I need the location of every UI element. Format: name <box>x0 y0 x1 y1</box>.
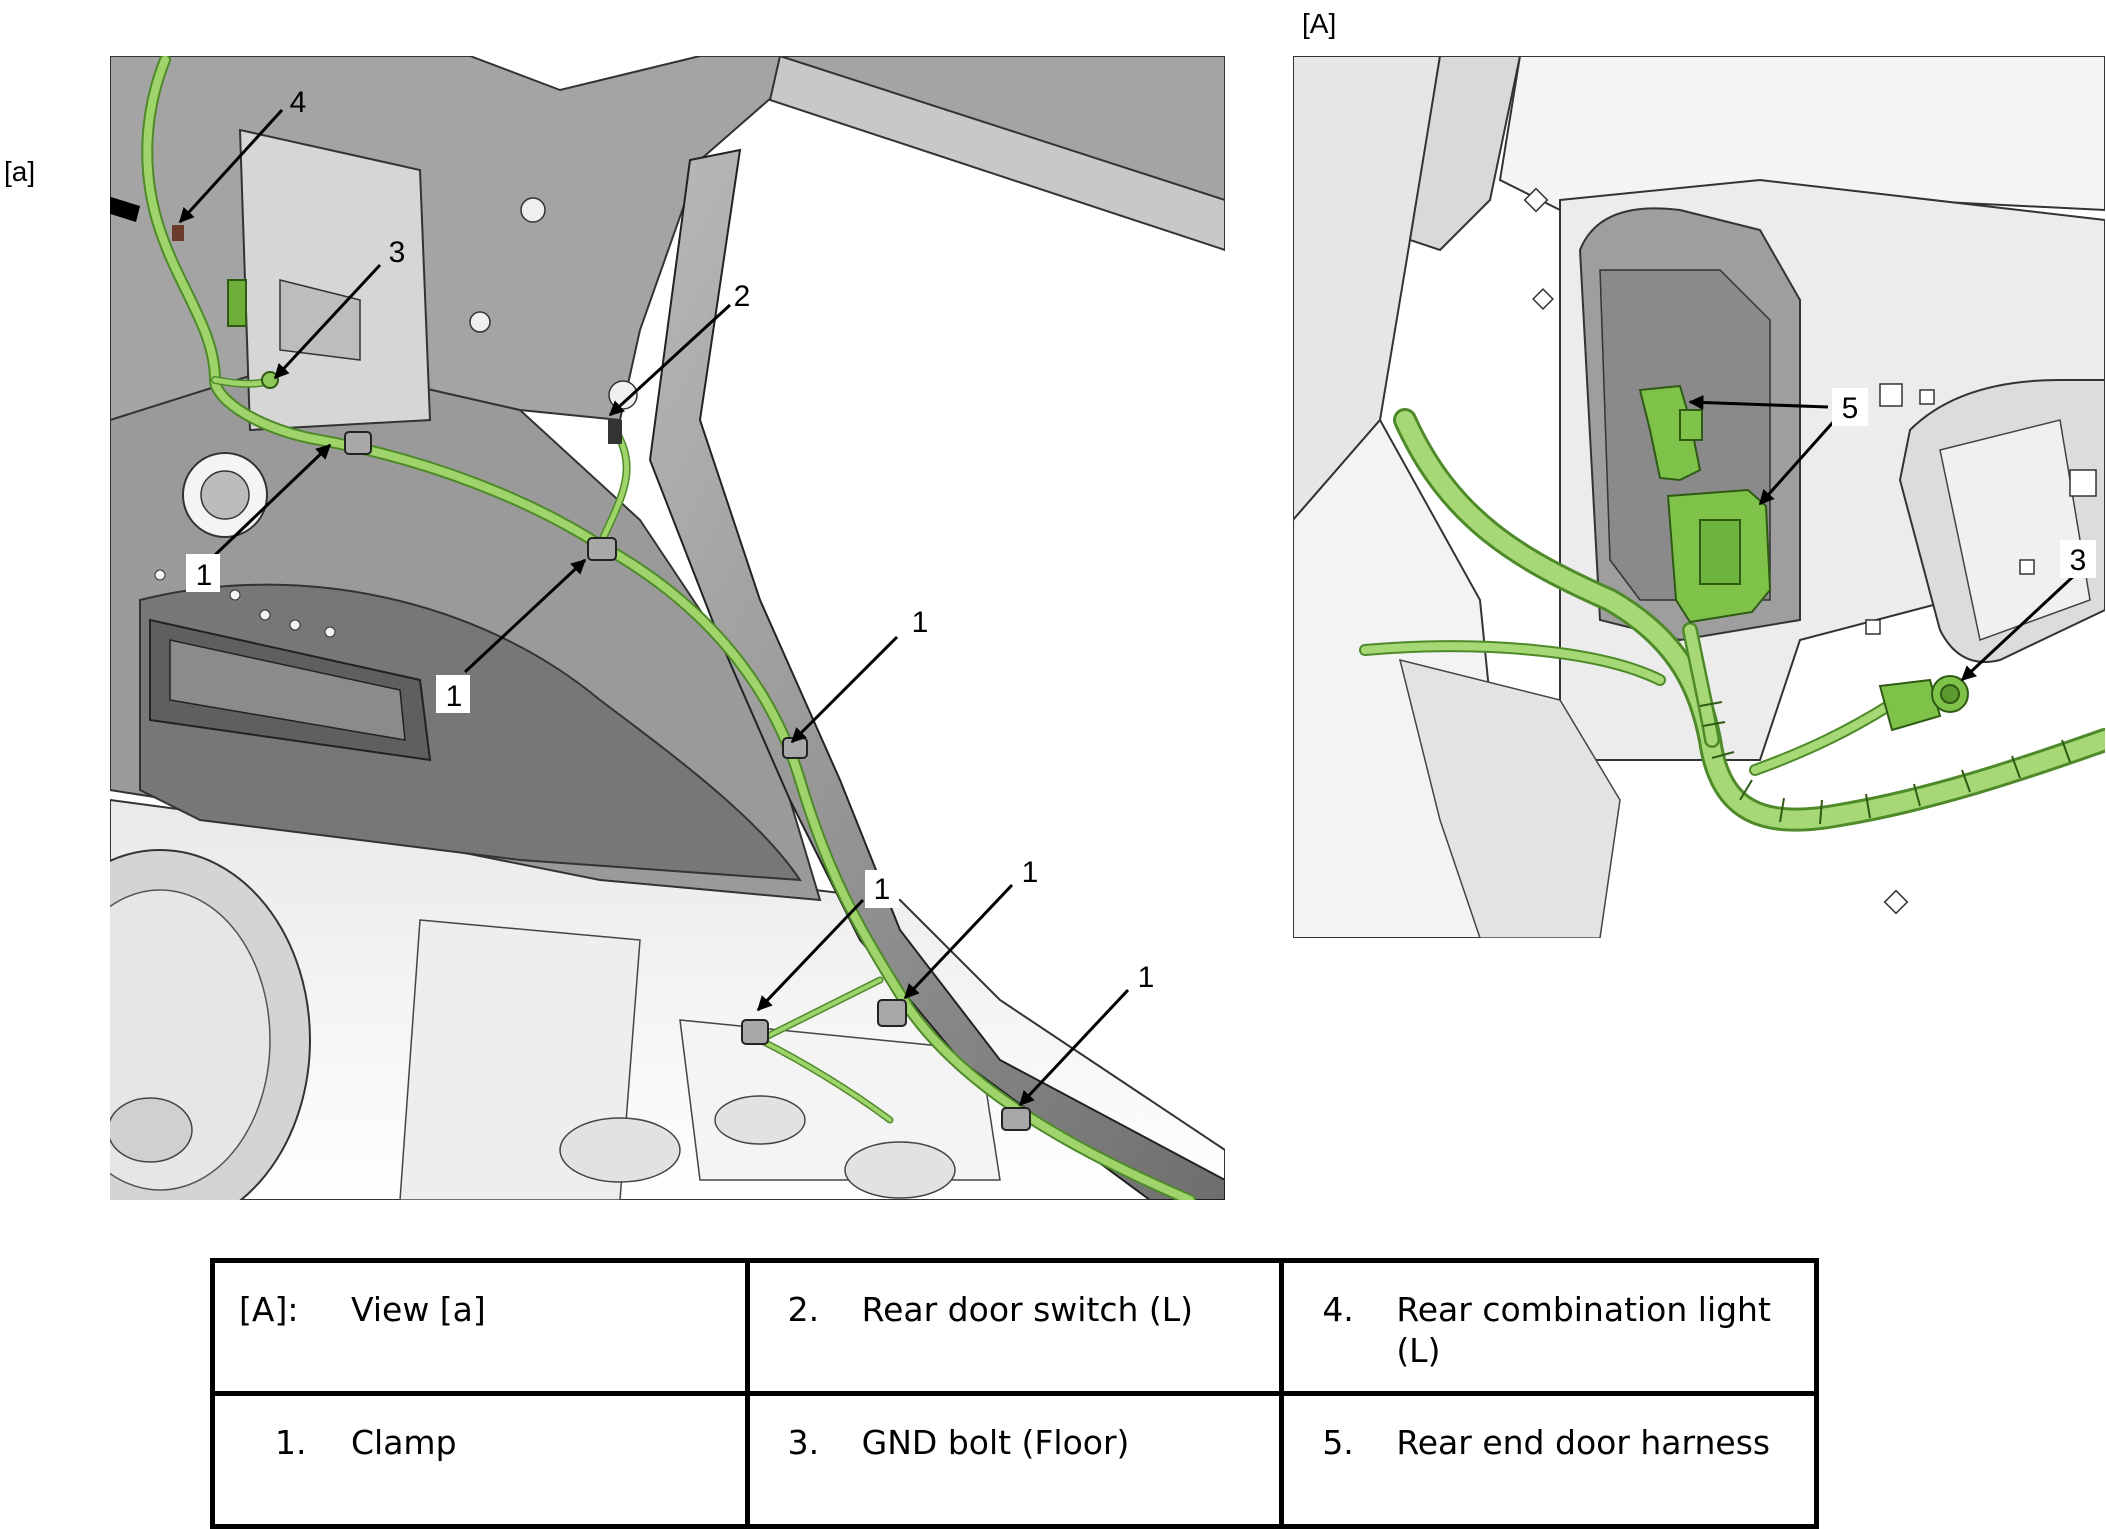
svg-text:1: 1 <box>1138 961 1155 994</box>
legend-value: View [a] <box>351 1290 486 1329</box>
svg-text:1: 1 <box>912 606 929 639</box>
callout-3-left: 3 <box>389 236 406 269</box>
svg-text:1: 1 <box>446 680 463 713</box>
view-direction-arrow <box>110 196 140 222</box>
right-drawing <box>1293 56 2105 938</box>
legend-value: Rear door switch (L) <box>861 1290 1194 1329</box>
callout-1-a: 1 <box>186 554 220 592</box>
svg-text:1: 1 <box>196 559 213 592</box>
right-callouts <box>1688 394 2080 682</box>
legend-key: [A]: <box>239 1290 299 1329</box>
left-drawing <box>110 56 1225 1200</box>
svg-text:5: 5 <box>1842 392 1859 425</box>
legend-cell: 2. Rear door switch (L) <box>744 1258 1285 1396</box>
legend-row: [A]: View [a] 2. Rear door switch (L) 4. Re… <box>210 1258 1819 1396</box>
callout-1-d: 1 <box>865 870 899 908</box>
rear-end-door-harness-connectors <box>1638 384 1772 624</box>
callout-4: 4 <box>290 86 307 119</box>
svg-text:1: 1 <box>1022 856 1039 889</box>
legend-cell: 3. GND bolt (Floor) <box>744 1391 1285 1529</box>
svg-text:3: 3 <box>2070 544 2087 577</box>
callout-2: 2 <box>734 280 751 313</box>
legend-cell: 4. Rear combination light (L) <box>1279 1258 1819 1396</box>
legend-key: 5. <box>1322 1423 1354 1462</box>
wiring-diagram: 4 3 2 1 1 1 1 1 1 <box>110 56 2105 1200</box>
callout-1-e: 1 <box>1022 856 1039 889</box>
view-tag-A: [A] <box>1302 8 1337 39</box>
callout-5: 5 <box>1832 388 1868 426</box>
legend-row: 1. Clamp 3. GND bolt (Floor) 5. Rear end do… <box>210 1391 1819 1529</box>
callout-3-right: 3 <box>2060 540 2096 578</box>
gnd-bolt-detail <box>1878 675 1969 732</box>
legend-key: 1. <box>275 1423 307 1462</box>
callout-1-c: 1 <box>912 606 929 639</box>
legend-value: GND bolt (Floor) <box>861 1423 1130 1462</box>
svg-text:1: 1 <box>874 873 891 906</box>
legend-value: Clamp <box>351 1423 457 1462</box>
wire-harness-detail <box>1359 408 2105 832</box>
right-callout-labels: 5 3 <box>1832 388 2096 578</box>
legend-table: [A]: View [a] 2. Rear door switch (L) 4. Re… <box>210 1258 1819 1529</box>
left-callouts <box>178 108 1130 1107</box>
rear-door-switch-connector <box>608 420 622 444</box>
left-callout-labels: 4 3 2 1 1 1 1 1 1 <box>186 86 1154 994</box>
legend-cell: [A]: View [a] <box>210 1258 750 1396</box>
legend-value: Rear end door harness <box>1396 1423 1771 1462</box>
view-tag-a: [a] <box>4 156 36 187</box>
legend-key: 4. <box>1322 1290 1354 1329</box>
legend-cell: 1. Clamp <box>210 1391 750 1529</box>
callout-1-f: 1 <box>1138 961 1155 994</box>
callout-1-b: 1 <box>436 675 470 713</box>
legend-key: 3. <box>787 1423 820 1462</box>
legend-key: 2. <box>787 1290 820 1329</box>
legend-cell: 5. Rear end door harness <box>1279 1391 1819 1529</box>
legend-value: Rear combination light (L) <box>1396 1290 1771 1370</box>
